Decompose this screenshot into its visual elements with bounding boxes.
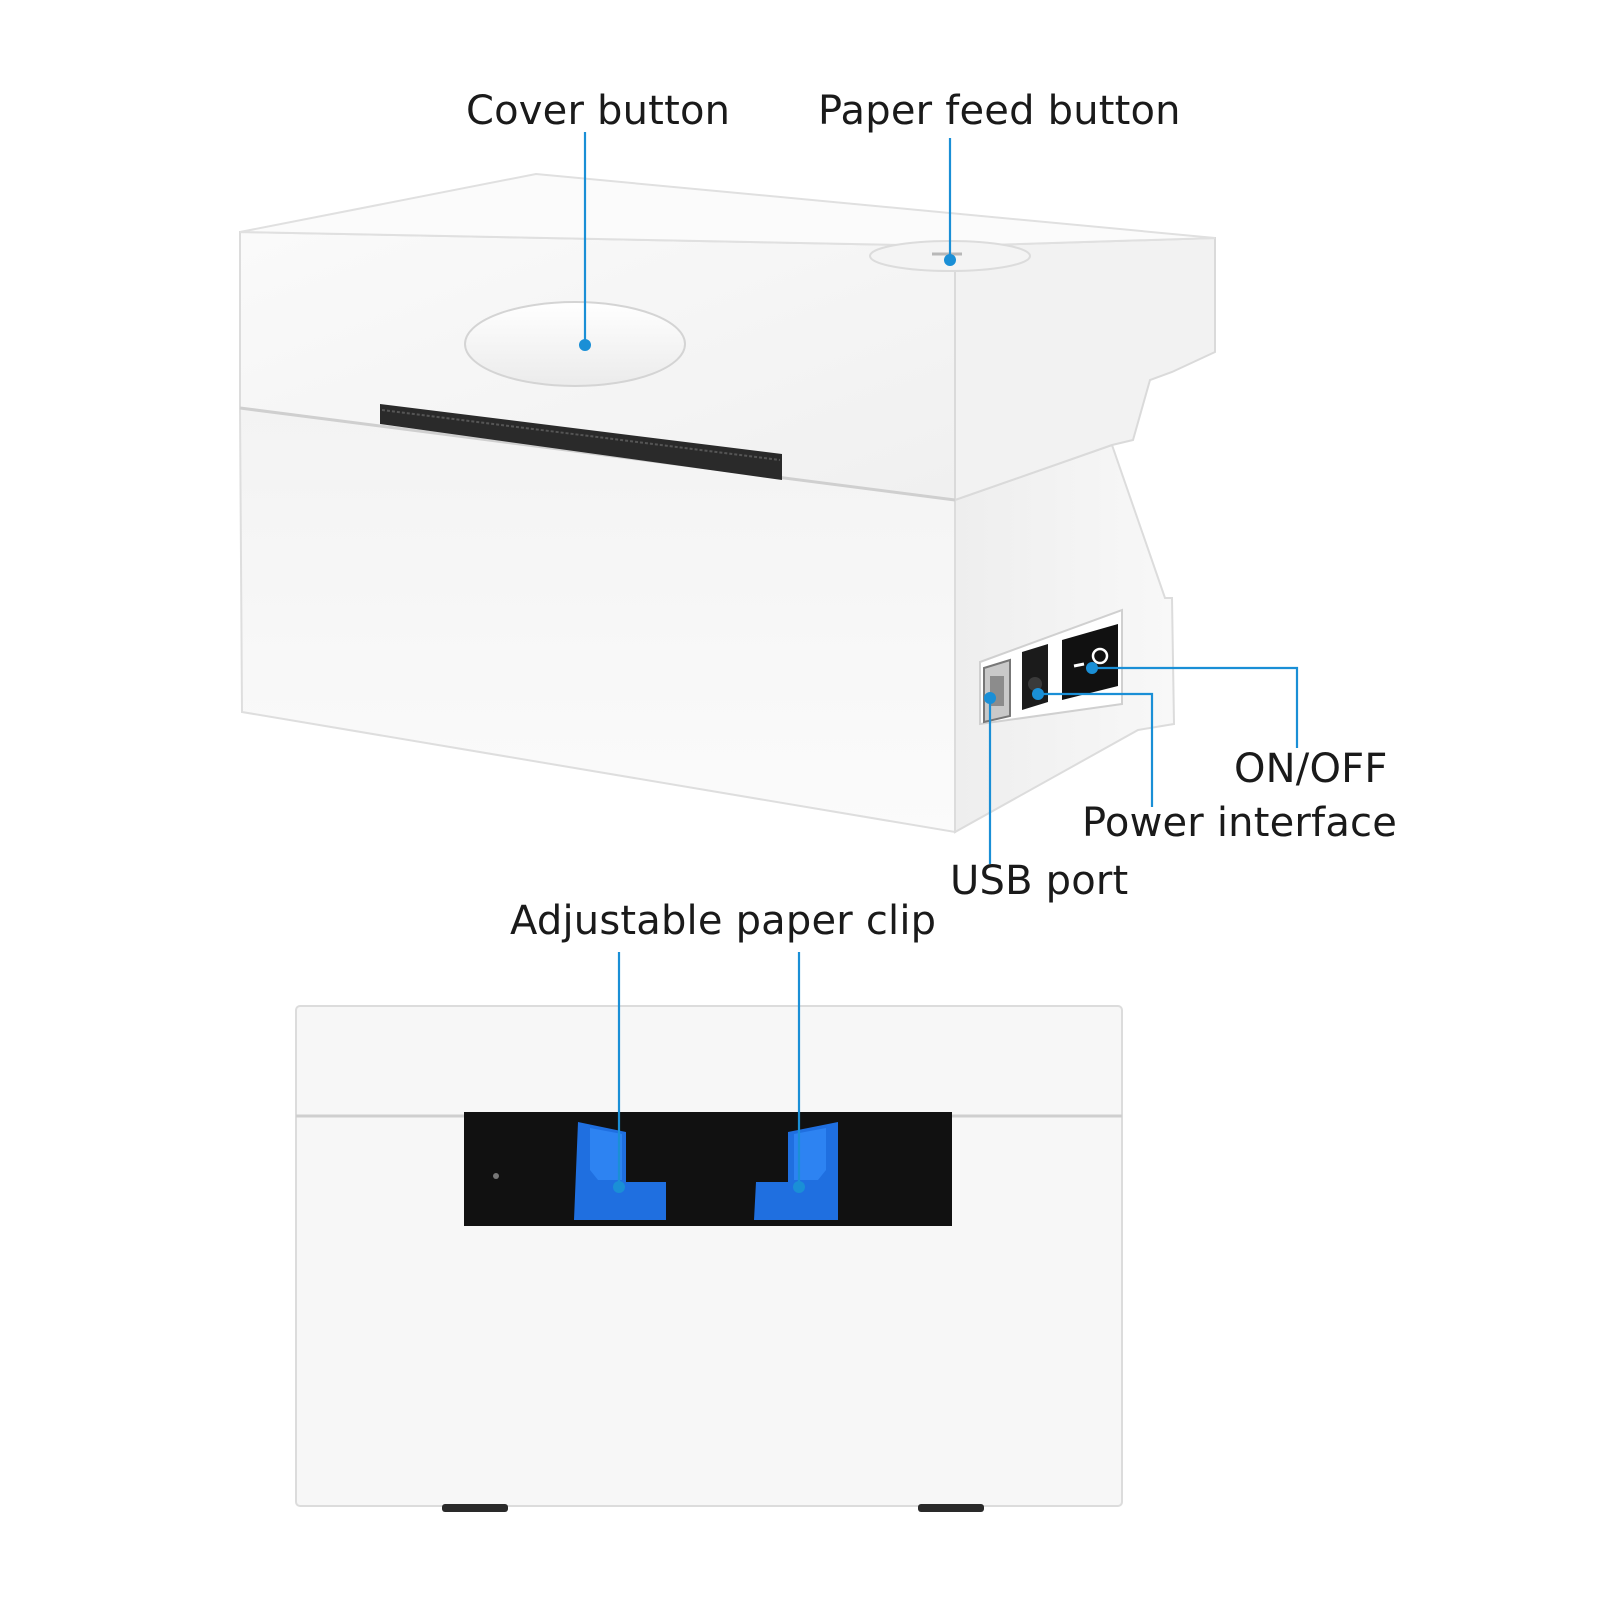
paper-clip-right[interactable]	[754, 1122, 838, 1220]
paper-feed-slot	[464, 1112, 952, 1226]
label-adjustable-paper-clip: Adjustable paper clip	[510, 898, 937, 944]
cover-button[interactable]	[464, 301, 686, 387]
label-cover-button: Cover button	[466, 88, 731, 134]
printer-top-view	[238, 172, 1216, 834]
callouts	[583, 132, 1299, 1186]
label-power-interface: Power interface	[1082, 800, 1398, 846]
label-on-off: ON/OFF	[1234, 746, 1388, 792]
callout-dots	[579, 254, 1098, 1193]
power-switch[interactable]	[1062, 624, 1118, 700]
usb-port[interactable]	[983, 658, 1011, 724]
rear-body	[295, 1005, 1123, 1507]
callout-on-off	[1094, 666, 1299, 748]
cover-side	[954, 236, 1216, 502]
foot-right	[918, 1504, 984, 1512]
paper-exit-slot	[380, 404, 782, 480]
label-usb-port: USB port	[950, 858, 1129, 904]
callout-power	[1038, 692, 1154, 807]
power-jack[interactable]	[1022, 644, 1048, 710]
label-paper-feed-button: Paper feed button	[818, 88, 1181, 134]
cover-top	[239, 172, 1216, 248]
printer-rear-view	[295, 1005, 1123, 1512]
foot-left	[442, 1504, 508, 1512]
